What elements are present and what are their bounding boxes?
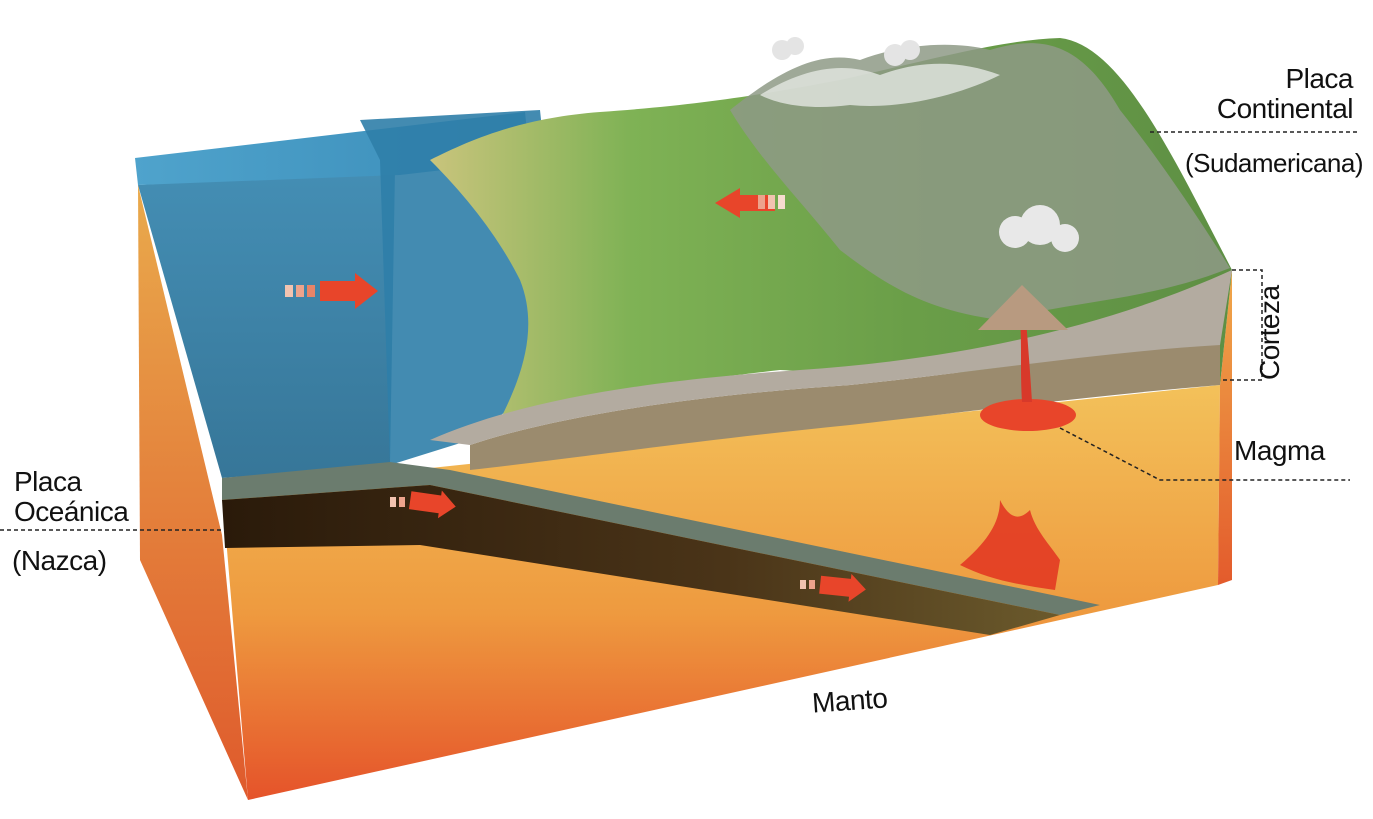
mountain-snow [760,63,1000,107]
continental-plate-label-line1: Placa [1285,63,1353,94]
continental-plate-label: Placa Continental [1216,63,1354,124]
arrow-slab-lower [800,573,866,602]
oceanic-plate-name: (Nazca) [12,545,107,576]
summit-cloud-right [884,40,920,66]
eruption-cloud [999,205,1079,252]
mantle-magma-plume [960,500,1060,590]
ocean-front-face [138,170,395,478]
mantle-label: Manto [810,682,889,719]
continental-plate-label-line2: Continental [1216,93,1354,124]
magma-conduit [1020,320,1032,402]
magma-label: Magma [1234,435,1325,466]
crust-label: Corteza [1254,285,1285,380]
crust-upper [430,270,1232,445]
continental-crust [470,342,1220,470]
block-left-face [138,185,248,800]
summit-cloud-left [772,37,804,60]
mountain-range [730,43,1230,320]
leader-line-magma [1059,427,1350,481]
arrow-ocean-right [285,273,378,309]
continental-plate-name: (Sudamericana) [1185,148,1363,178]
mantle-right-face [1218,270,1232,585]
arrow-continent-left [715,188,785,218]
volcano-cone [978,285,1068,330]
oceanic-plate-label-line1: Placa [14,466,82,497]
magma-chamber [980,399,1076,431]
oceanic-crust-top [222,462,1100,615]
crust-bracket [1222,269,1263,381]
arrow-slab-upper [390,490,456,519]
oceanic-plate-label: Placa Oceánica [14,466,129,527]
oceanic-plate-label-line2: Oceánica [14,496,129,527]
